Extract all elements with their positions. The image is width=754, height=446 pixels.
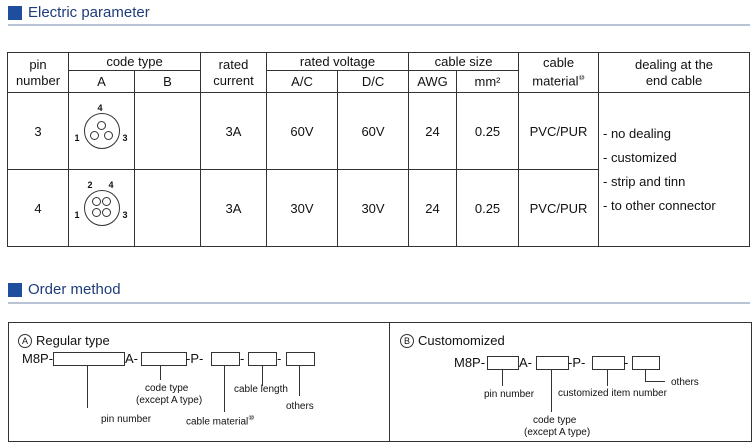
custom-item-number-box bbox=[592, 356, 625, 370]
dealing-option: - to other connector bbox=[603, 197, 716, 213]
custom-others-label: others bbox=[671, 377, 699, 388]
regular-pin-number-label: pin number bbox=[101, 414, 152, 425]
custom-code-type-box bbox=[536, 356, 569, 370]
custom-item-number-label: customized item number bbox=[558, 388, 667, 399]
header-cable-material: cable material⑩ bbox=[518, 52, 600, 93]
section-marker-icon bbox=[8, 282, 22, 297]
cell-code-b bbox=[134, 169, 201, 247]
custom-code-prefix: M8P- bbox=[454, 355, 486, 370]
custom-type-title: Customomized bbox=[418, 333, 505, 348]
cell-code-b bbox=[134, 92, 201, 170]
leader-line bbox=[551, 370, 552, 412]
regular-code-type-label: code type bbox=[145, 383, 189, 394]
regular-cable-length-label: cable length bbox=[234, 384, 288, 395]
leader-line bbox=[299, 366, 300, 396]
header-code-a: A bbox=[68, 70, 135, 93]
header-rated-voltage: rated voltage bbox=[265, 52, 410, 71]
cell-current: 3A bbox=[200, 92, 267, 170]
leader-line bbox=[160, 366, 161, 380]
table-row: 3 4 1 3 3A 60V 60V 24 0.25 PVC/PUR - no … bbox=[7, 92, 751, 247]
regular-others-box bbox=[286, 352, 315, 366]
header-code-b: B bbox=[134, 70, 201, 93]
cell-dc: 60V bbox=[336, 92, 410, 170]
section-rule bbox=[8, 302, 750, 304]
regular-cable-material-box bbox=[211, 352, 240, 366]
custom-others-box bbox=[632, 356, 660, 370]
custom-sep-a: A- bbox=[519, 355, 532, 370]
connector-3pin-icon: 4 1 3 bbox=[72, 103, 132, 159]
regular-code-type-box bbox=[141, 352, 187, 366]
dealing-option: - no dealing bbox=[603, 125, 671, 141]
leader-line bbox=[645, 381, 665, 382]
regular-type-title: Regular type bbox=[36, 333, 110, 348]
header-awg: AWG bbox=[408, 70, 458, 93]
header-code-type: code type bbox=[68, 52, 201, 71]
connector-4pin-icon: 2 4 1 3 bbox=[72, 180, 132, 236]
leader-line bbox=[224, 366, 225, 412]
cell-pin: 3 bbox=[7, 92, 69, 170]
order-method-heading: Order method bbox=[8, 281, 121, 298]
cell-material: PVC/PUR bbox=[518, 169, 600, 247]
regular-dash-2: - bbox=[277, 351, 282, 366]
header-mm2: mm² bbox=[456, 70, 520, 93]
order-method-title: Order method bbox=[28, 281, 121, 298]
cell-mm2: 0.25 bbox=[456, 92, 520, 170]
regular-sep-a: A- bbox=[125, 351, 138, 366]
custom-pin-number-label: pin number bbox=[484, 389, 535, 400]
cell-mm2: 0.25 bbox=[456, 169, 520, 247]
cell-awg: 24 bbox=[408, 169, 458, 247]
section-marker-icon bbox=[8, 5, 22, 20]
regular-pin-number-box bbox=[53, 352, 125, 366]
custom-code-type-sub-label: (except A type) bbox=[524, 427, 591, 438]
cell-ac: 60V bbox=[266, 92, 338, 170]
regular-code-prefix: M8P- bbox=[22, 351, 54, 366]
regular-sep-p: -P- bbox=[186, 351, 204, 366]
section-rule bbox=[8, 24, 750, 26]
leader-line bbox=[87, 366, 88, 408]
leader-line bbox=[262, 366, 263, 386]
regular-dash-1: - bbox=[240, 351, 245, 366]
regular-cable-material-label: cable material⑩ bbox=[186, 415, 255, 428]
circled-b-icon: B bbox=[400, 334, 414, 348]
order-method-box bbox=[8, 322, 752, 442]
custom-type-heading: B Customomized bbox=[400, 333, 505, 348]
cell-code-a-diagram: 4 1 3 bbox=[68, 92, 135, 170]
leader-line bbox=[502, 370, 503, 386]
leader-line bbox=[645, 370, 646, 381]
circled-a-icon: A bbox=[18, 334, 32, 348]
header-ac: A/C bbox=[266, 70, 338, 93]
regular-others-label: others bbox=[286, 401, 314, 412]
cell-current: 3A bbox=[200, 169, 267, 247]
order-divider bbox=[389, 322, 390, 441]
regular-type-heading: A Regular type bbox=[18, 333, 110, 348]
regular-code-type-sub-label: (except A type) bbox=[136, 395, 203, 406]
dealing-option: - strip and tinn bbox=[603, 173, 686, 189]
cell-dealing-options: - no dealing - customized - strip and ti… bbox=[598, 92, 751, 247]
leader-line bbox=[607, 370, 608, 386]
electric-parameter-title: Electric parameter bbox=[28, 4, 150, 21]
custom-sep-p: -P- bbox=[568, 355, 586, 370]
header-dc: D/C bbox=[336, 70, 410, 93]
cell-code-a-diagram: 2 4 1 3 bbox=[68, 169, 135, 247]
table-row: 4 2 4 1 3 3A 30V 30V 24 0.25 PVC/PUR bbox=[7, 169, 750, 247]
custom-code-type-label: code type bbox=[533, 415, 577, 426]
regular-cable-length-box bbox=[248, 352, 277, 366]
custom-pin-number-box bbox=[487, 356, 519, 370]
custom-dash: - bbox=[624, 355, 629, 370]
header-cable-size: cable size bbox=[408, 52, 520, 71]
cell-awg: 24 bbox=[408, 92, 458, 170]
cell-material: PVC/PUR bbox=[518, 92, 600, 170]
cell-pin: 4 bbox=[7, 169, 69, 247]
electric-parameter-heading: Electric parameter bbox=[8, 4, 150, 21]
dealing-option: - customized bbox=[603, 149, 677, 165]
cell-ac: 30V bbox=[266, 169, 338, 247]
cell-dc: 30V bbox=[336, 169, 410, 247]
